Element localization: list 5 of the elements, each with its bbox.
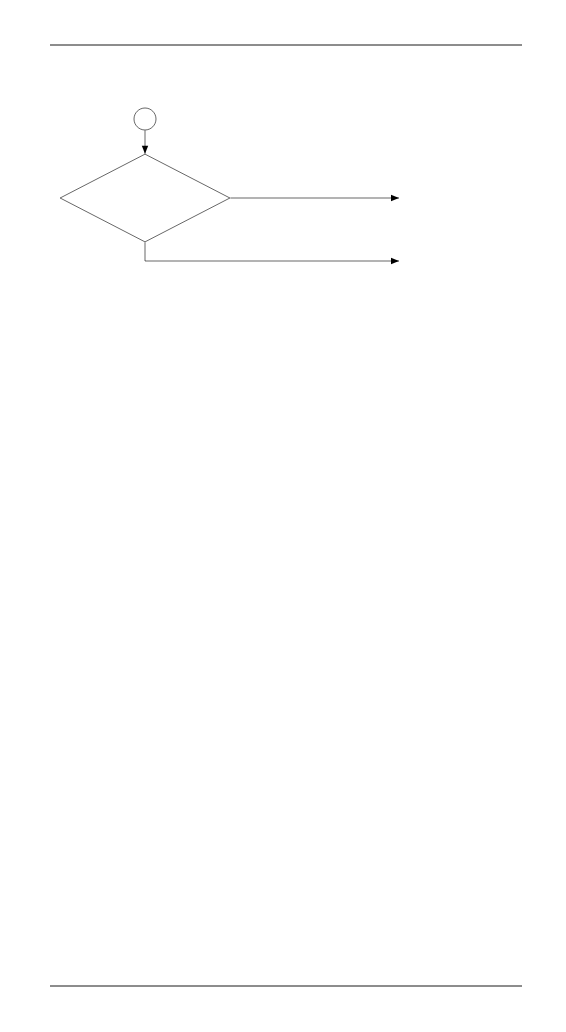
decision-diamond — [59, 153, 231, 243]
start-circle — [133, 107, 157, 131]
arrow — [144, 242, 400, 265]
arrow — [230, 194, 400, 202]
arrow — [141, 130, 149, 154]
